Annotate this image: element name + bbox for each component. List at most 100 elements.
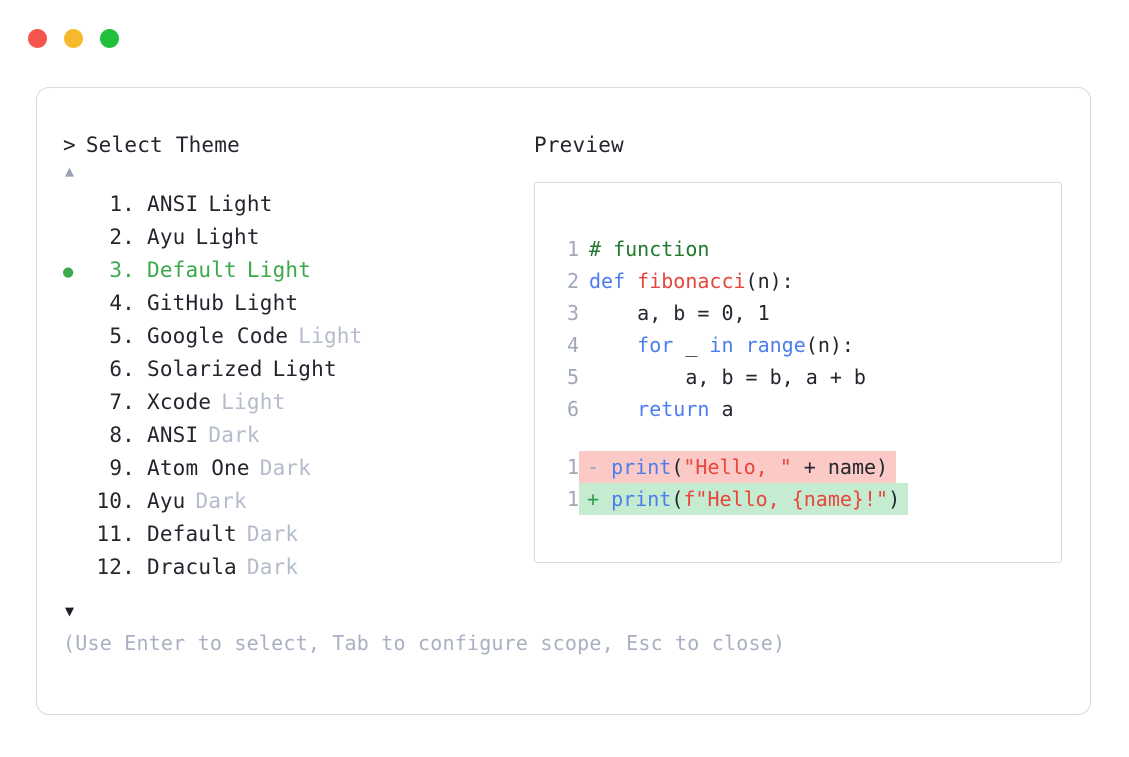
close-window-button[interactable] (28, 29, 47, 48)
theme-name: Ayu (147, 225, 186, 249)
code-line: 4 for _ in range(n): (535, 329, 1061, 361)
code-token: (n): (805, 333, 854, 357)
code-token: a, b = (589, 301, 722, 325)
theme-variant-tag: Light (208, 192, 273, 216)
window-controls (28, 29, 119, 48)
code-token: (n): (745, 269, 794, 293)
code-token: def (589, 269, 638, 293)
scroll-up-icon[interactable]: ▲ (65, 162, 75, 180)
theme-variant-tag: Light (272, 357, 337, 381)
code-token: return (637, 397, 710, 421)
code-token: 0 (721, 301, 734, 325)
theme-name: Google Code (147, 324, 289, 348)
code-token: "Hello, " (683, 455, 792, 479)
theme-list-item[interactable]: 5. Google Code Light (63, 320, 533, 353)
theme-index: 11. (96, 522, 135, 546)
maximize-window-button[interactable] (100, 29, 119, 48)
theme-variant-tag: Dark (208, 423, 260, 447)
code-line-text: return a (579, 393, 734, 425)
theme-list-item[interactable]: 8. ANSI Dark (63, 419, 533, 452)
theme-index: 6. (109, 357, 135, 381)
diff-spacer (599, 455, 611, 479)
preview-title: Preview (534, 133, 624, 157)
line-number: 1 (566, 237, 579, 261)
code-token: print (611, 487, 672, 511)
line-number: 1 (566, 487, 579, 511)
theme-variant-tag: Light (195, 225, 260, 249)
code-line-text: a, b = b, a + b (579, 361, 866, 393)
theme-name: ANSI (147, 423, 199, 447)
prompt-caret-icon: > (63, 133, 76, 157)
theme-variant-tag: Light (221, 390, 286, 414)
code-token: ( (671, 455, 684, 479)
theme-list-item[interactable]: 2. Ayu Light (63, 221, 533, 254)
code-token: ) (888, 487, 901, 511)
line-number: 2 (566, 269, 579, 293)
code-token: 1 (757, 301, 770, 325)
diff-line-content: - print("Hello, " + name) (579, 451, 897, 483)
minimize-window-button[interactable] (64, 29, 83, 48)
theme-index: 8. (109, 423, 135, 447)
line-number: 6 (566, 397, 579, 421)
diff-sign: + (587, 487, 600, 511)
theme-name: Dracula (147, 555, 237, 579)
diff-sign: - (587, 455, 600, 479)
code-token: ( (671, 487, 684, 511)
diff-line-add: 1+ print(f"Hello, {name}!") (535, 483, 1061, 515)
code-token (589, 333, 637, 357)
diff-line-content: + print(f"Hello, {name}!") (579, 483, 909, 515)
theme-index: 9. (109, 456, 135, 480)
theme-name: Default (147, 258, 237, 282)
theme-variant-tag: Dark (259, 456, 312, 480)
theme-list-item[interactable]: 9. Atom One Dark (63, 452, 533, 485)
selected-bullet-icon: ● (63, 262, 74, 282)
code-token (589, 397, 637, 421)
theme-name: Atom One (147, 456, 250, 480)
theme-index: 5. (109, 324, 135, 348)
code-token: f"Hello, {name}!" (683, 487, 889, 511)
theme-index: 2. (109, 225, 135, 249)
code-token: + name) (791, 455, 889, 479)
theme-list-item[interactable]: 6. Solarized Light (63, 353, 533, 386)
theme-name: Default (147, 522, 237, 546)
theme-name: Solarized (147, 357, 263, 381)
code-spacer (535, 425, 1061, 451)
page-title: Select Theme (85, 133, 240, 157)
code-line: 1# function (535, 233, 1061, 265)
theme-name: GitHub (147, 291, 225, 315)
line-number: 5 (566, 365, 579, 389)
theme-variant-tag: Light (298, 324, 363, 348)
diff-line-del: 1- print("Hello, " + name) (535, 451, 1061, 483)
code-line-text: a, b = 0, 1 (579, 297, 770, 329)
code-token (734, 333, 746, 357)
theme-name: Xcode (147, 390, 212, 414)
code-token: a, b = b, a + b (589, 365, 866, 389)
scroll-down-icon[interactable]: ▼ (65, 602, 75, 620)
keyboard-hint: (Use Enter to select, Tab to configure s… (63, 631, 786, 655)
theme-index: 12. (96, 555, 135, 579)
code-token: print (611, 455, 672, 479)
code-token: in (709, 333, 734, 357)
code-line-text: def fibonacci(n): (579, 265, 794, 297)
diff-spacer (599, 487, 611, 511)
code-token: for (637, 333, 674, 357)
code-token: range (745, 333, 806, 357)
theme-name: Ayu (147, 489, 186, 513)
code-token: a (709, 397, 734, 421)
prompt-header: > Select Theme (63, 130, 533, 160)
code-line: 3 a, b = 0, 1 (535, 297, 1061, 329)
theme-variant-tag: Light (234, 291, 299, 315)
